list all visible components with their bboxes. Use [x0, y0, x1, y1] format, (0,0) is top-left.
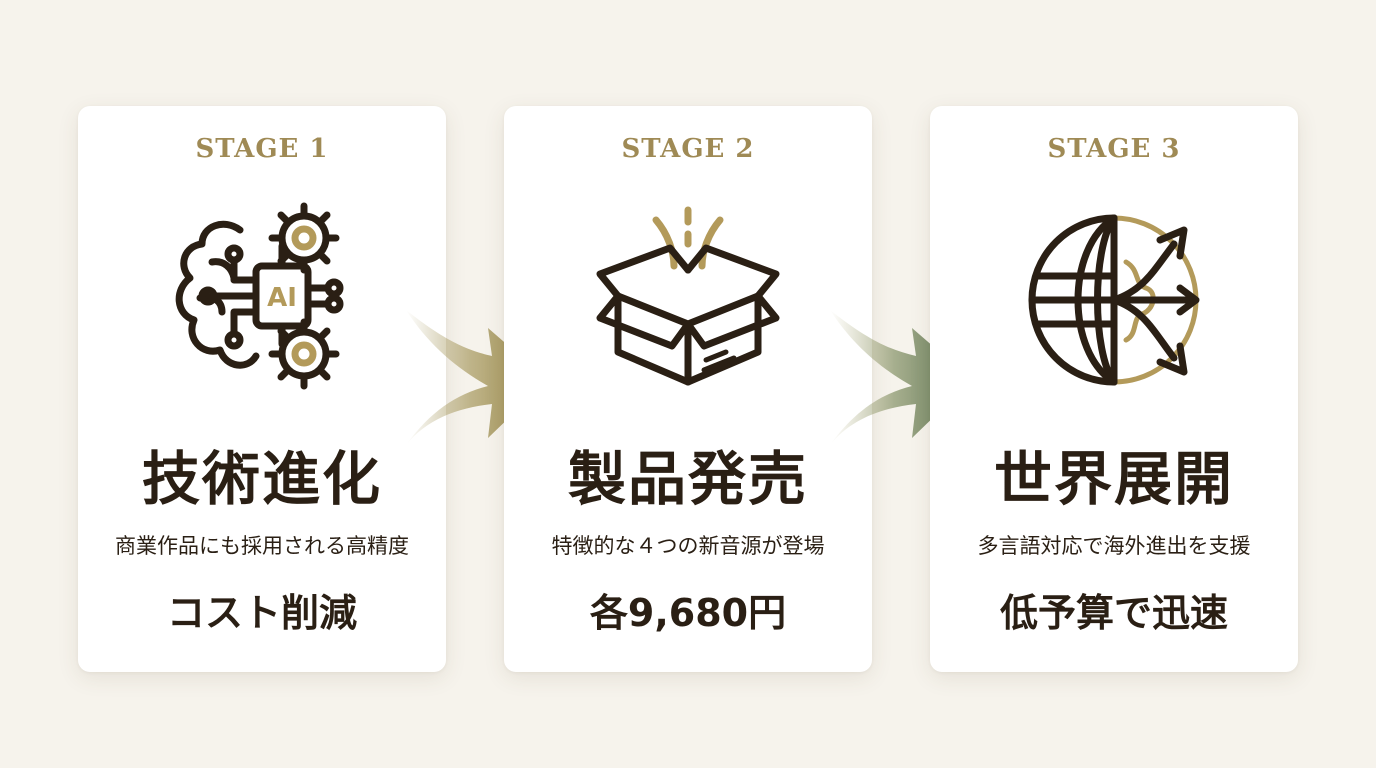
stage-label: STAGE 3: [1047, 134, 1181, 164]
stage-title: 技術進化: [141, 445, 382, 513]
stage-label: STAGE 2: [621, 134, 755, 164]
stage-highlight: コスト削減: [166, 591, 357, 635]
stage-highlight: 低予算で迅速: [999, 591, 1228, 635]
stage-title: 世界展開: [993, 445, 1234, 513]
globe-expansion-arrows-icon: [1028, 214, 1200, 386]
ai-chip-label: AI: [267, 283, 297, 313]
stage-title: 製品発売: [567, 445, 808, 513]
stage-card-2: STAGE 2 製品発売 特徴的な４つの新音源が登場 各9,680円: [504, 106, 872, 672]
open-box-icon: [596, 206, 780, 386]
ai-brain-gears-icon: AI: [175, 202, 344, 390]
stage-subtitle: 特徴的な４つの新音源が登場: [551, 534, 825, 558]
stage-card-3: STAGE 3 世界展開 多言語対応で海外進出を支援 低予算で迅速: [930, 106, 1298, 672]
stage-subtitle: 多言語対応で海外進出を支援: [977, 534, 1251, 558]
stage-card-1: STAGE 1 AI 技術進化 商業作品にも採用される高精度 コスト削減: [78, 106, 446, 672]
stage-subtitle: 商業作品にも採用される高精度: [115, 534, 409, 558]
stage-label: STAGE 1: [195, 134, 329, 164]
stage-highlight: 各9,680円: [589, 591, 787, 635]
